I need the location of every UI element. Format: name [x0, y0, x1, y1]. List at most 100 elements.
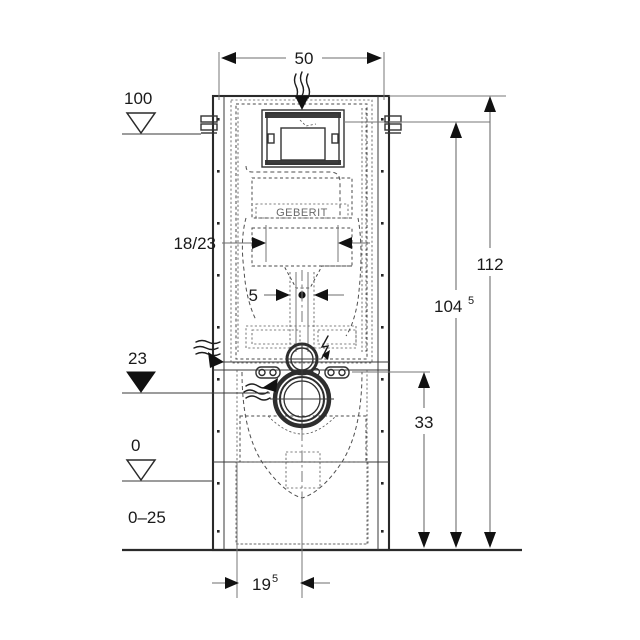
perf-dot: [381, 530, 384, 533]
dim1045-text-mask: [424, 290, 490, 318]
wc-bowl-outline: [239, 371, 367, 499]
squiggle-left-3: [195, 351, 221, 357]
dimension-104-5: 104 5: [389, 121, 490, 548]
water-inlet-arrow-top: [295, 96, 309, 110]
cistern-tank-dashed: [235, 103, 368, 360]
dim195-arrow-left: [225, 577, 239, 589]
squiggle-lower-2: [243, 389, 269, 395]
squiggle-stroke-1: [293, 73, 299, 99]
perf-dot: [381, 378, 384, 381]
concealed-cistern-outline: [230, 99, 373, 364]
dim33-arrow-top: [418, 372, 430, 388]
dim1823-arrow-right: [338, 237, 352, 249]
flash-stroke: [320, 335, 330, 359]
brand-label: GEBERIT: [276, 207, 328, 219]
water-connection-arrow-left: [208, 352, 224, 368]
actuator-tab-right: [331, 133, 339, 144]
dim1045-label-main: 104: [434, 297, 462, 316]
supply-connection-stubs: [200, 115, 402, 134]
bolt-right-hole-2: [338, 368, 346, 377]
floor-buildup-range: 0–25: [128, 508, 166, 527]
stub-left-lower: [200, 123, 218, 131]
dimension-112: 112: [389, 95, 512, 548]
dim5-arrow-right: [314, 289, 328, 301]
actuator-bottom-bar: [265, 160, 341, 165]
squiggle-left-2: [193, 345, 219, 351]
bolt-left: [255, 366, 281, 379]
perf-dot: [381, 118, 384, 121]
perf-dot: [381, 482, 384, 485]
waste-outlet-connector: [270, 368, 334, 430]
cistern-internal-details: GEBERIT: [241, 165, 362, 352]
dim5-arrow-left: [276, 289, 290, 301]
perf-dot: [217, 530, 220, 533]
bowl-support-box: [239, 415, 367, 463]
dim195-arrow-right: [300, 577, 314, 589]
perf-dot: [381, 326, 384, 329]
actuator-frame-outer: [261, 109, 345, 168]
actuator-tab-left: [267, 133, 275, 144]
dim1823-arrow-left: [252, 237, 266, 249]
frame-perforations: [217, 118, 384, 533]
perf-dot: [217, 482, 220, 485]
internal-block-lower-left: [251, 329, 301, 345]
internal-block-mid: [251, 227, 353, 267]
electrical-connection-symbol: [320, 335, 330, 360]
dim1045-label-sup: 5: [468, 295, 474, 307]
water-connection-arrow-lower: [262, 378, 278, 392]
dim1045-arrow-bottom: [450, 532, 462, 548]
stub-right-lower: [384, 123, 402, 131]
service-symbols: [193, 71, 330, 401]
dim1045-arrow-top: [450, 122, 462, 138]
perf-dot: [217, 118, 220, 121]
dim1823-label: 18/23: [173, 234, 216, 253]
dim50-arrow-left: [221, 52, 236, 64]
dimension-width-50: 50: [218, 46, 385, 100]
dim50-arrow-right: [367, 52, 382, 64]
bolt-right-body: [324, 366, 350, 379]
stub-left-upper: [200, 115, 218, 123]
internal-block-lower-right: [317, 329, 357, 345]
actuator-button-cutout: [280, 127, 326, 161]
level-23-triangle: [126, 371, 156, 393]
water-connection-symbol-left: [193, 339, 224, 368]
level-marker-100: 100: [122, 89, 201, 135]
level-marker-0: 0: [122, 436, 213, 482]
dimension-33: 33: [389, 371, 442, 548]
actuator-detail-hint: [299, 119, 317, 127]
bolt-right: [324, 366, 350, 379]
actuator-top-bar: [265, 112, 341, 118]
dimension-19-5: 19 5: [212, 462, 330, 598]
level-23-label: 23: [128, 349, 147, 368]
dim112-arrow-bottom: [484, 532, 496, 548]
internal-curve-right: [345, 217, 362, 337]
bolt-left-body: [255, 366, 281, 379]
level-100-label: 100: [124, 89, 152, 108]
flash-arrow: [322, 350, 330, 360]
perf-dot: [217, 274, 220, 277]
stub-left: [200, 115, 218, 134]
actuator-frame-inner: [266, 112, 340, 165]
internal-block-upper: [251, 177, 353, 219]
stub-right: [384, 115, 402, 134]
internal-curve-upper: [245, 165, 341, 218]
perf-dot: [381, 274, 384, 277]
perf-dot: [381, 222, 384, 225]
perf-dot: [217, 222, 220, 225]
dim5-label: 5: [249, 286, 258, 305]
squiggle-lower-3: [245, 395, 271, 401]
cistern-shell-dashed: [230, 99, 373, 364]
dim112-arrow-top: [484, 96, 496, 112]
perf-dot: [381, 170, 384, 173]
dimension-18-23: 18/23: [173, 225, 370, 262]
squiggle-stroke-2: [299, 71, 305, 97]
level-marker-23: 23: [122, 349, 270, 394]
stub-right-upper: [384, 115, 402, 123]
squiggle-stroke-3: [305, 73, 311, 99]
dim50-label: 50: [295, 49, 314, 68]
bolt-left-hole-1: [258, 368, 266, 377]
dim33-label: 33: [415, 413, 434, 432]
water-inlet-symbol-top: [293, 71, 311, 110]
dim112-label: 112: [476, 255, 503, 274]
